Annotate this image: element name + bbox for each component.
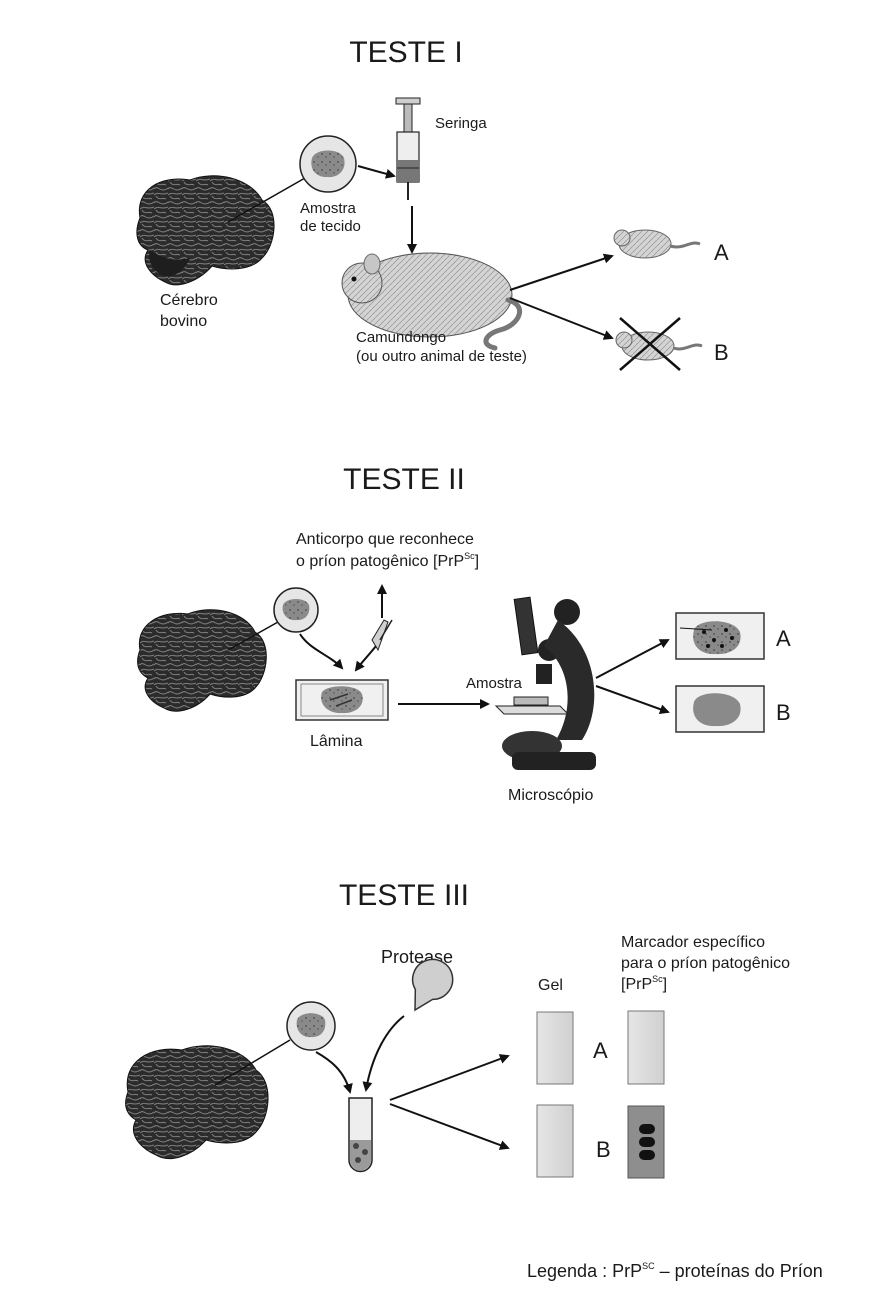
antibody-label-line1: Anticorpo que reconhece — [296, 531, 474, 548]
marker-strip-b — [627, 1105, 665, 1179]
tube-to-b-arrow — [389, 1103, 510, 1150]
brain-to-sample-line — [227, 177, 306, 223]
teste2-result-a: A — [776, 626, 791, 651]
legend-text: Legenda : PrPSC – proteínas do Príon — [527, 1261, 823, 1281]
mouse-label-line2: (ou outro animal de teste) — [356, 348, 527, 365]
antibody-label-line2: o príon patogênico [PrPSc] — [296, 551, 479, 570]
gel-a — [536, 1011, 574, 1085]
teste3-title: TESTE III — [339, 879, 469, 912]
microscope-to-a-arrow — [595, 639, 670, 679]
sample-label-line1: Amostra — [300, 200, 357, 217]
marker-strip-a — [627, 1010, 665, 1085]
result-slide-b — [675, 685, 765, 733]
tissue-sample-icon — [273, 587, 319, 633]
microscope-to-b-arrow — [595, 685, 670, 714]
microscope-label: Microscópio — [508, 787, 593, 804]
protease-icon — [411, 958, 454, 1012]
brain-label-line2: bovino — [160, 313, 207, 330]
test-tube-icon — [348, 1097, 373, 1173]
result-slide-a — [675, 612, 765, 660]
syringe-label: Seringa — [435, 115, 487, 132]
brain-to-sample-line — [214, 1039, 291, 1086]
protease-to-tube-arrow — [362, 1015, 405, 1092]
microscope-sample-label: Amostra — [466, 675, 523, 692]
sample-to-slide-arrow — [299, 633, 344, 670]
dropper-to-slide-arrow — [354, 645, 377, 672]
teste3-result-a: A — [593, 1038, 608, 1063]
tube-to-a-arrow — [389, 1054, 510, 1101]
teste1-result-b: B — [714, 340, 729, 365]
tissue-sample-icon — [299, 135, 357, 193]
brain-icon — [125, 1045, 269, 1160]
marker-label-line3: [PrPSc] — [621, 974, 667, 993]
tissue-sample-icon — [286, 1001, 336, 1051]
brain-label-line1: Cérebro — [160, 292, 218, 309]
marker-label-line1: Marcador específico — [621, 934, 765, 951]
brain-to-sample-line — [227, 621, 279, 651]
dead-mouse-icon — [615, 317, 703, 371]
slide-label: Lâmina — [310, 733, 363, 750]
mouse-to-b-arrow — [509, 297, 614, 340]
teste2-result-b: B — [776, 700, 791, 725]
syringe-icon — [395, 97, 421, 200]
marker-label-line2: para o príon patogênico — [621, 955, 790, 972]
brain-icon — [136, 175, 275, 286]
teste2-title: TESTE II — [343, 463, 465, 496]
mouse-label-line1: Camundongo — [356, 329, 446, 346]
teste1-title: TESTE I — [349, 36, 462, 69]
microscope-icon — [494, 596, 596, 770]
teste3-result-b: B — [596, 1137, 611, 1162]
sample-to-tube-arrow — [315, 1051, 353, 1094]
slide-icon — [295, 679, 389, 721]
sample-label-line2: de tecido — [300, 218, 361, 235]
brain-icon — [137, 609, 267, 712]
mouse-to-a-arrow — [509, 253, 614, 291]
gel-b — [536, 1104, 574, 1178]
mouse-icon — [341, 252, 523, 351]
gel-label: Gel — [538, 977, 563, 994]
healthy-mouse-icon — [613, 229, 701, 259]
antibody-dropper-icon — [371, 619, 393, 652]
sample-to-syringe-arrow — [357, 165, 396, 179]
teste1-result-a: A — [714, 240, 729, 265]
